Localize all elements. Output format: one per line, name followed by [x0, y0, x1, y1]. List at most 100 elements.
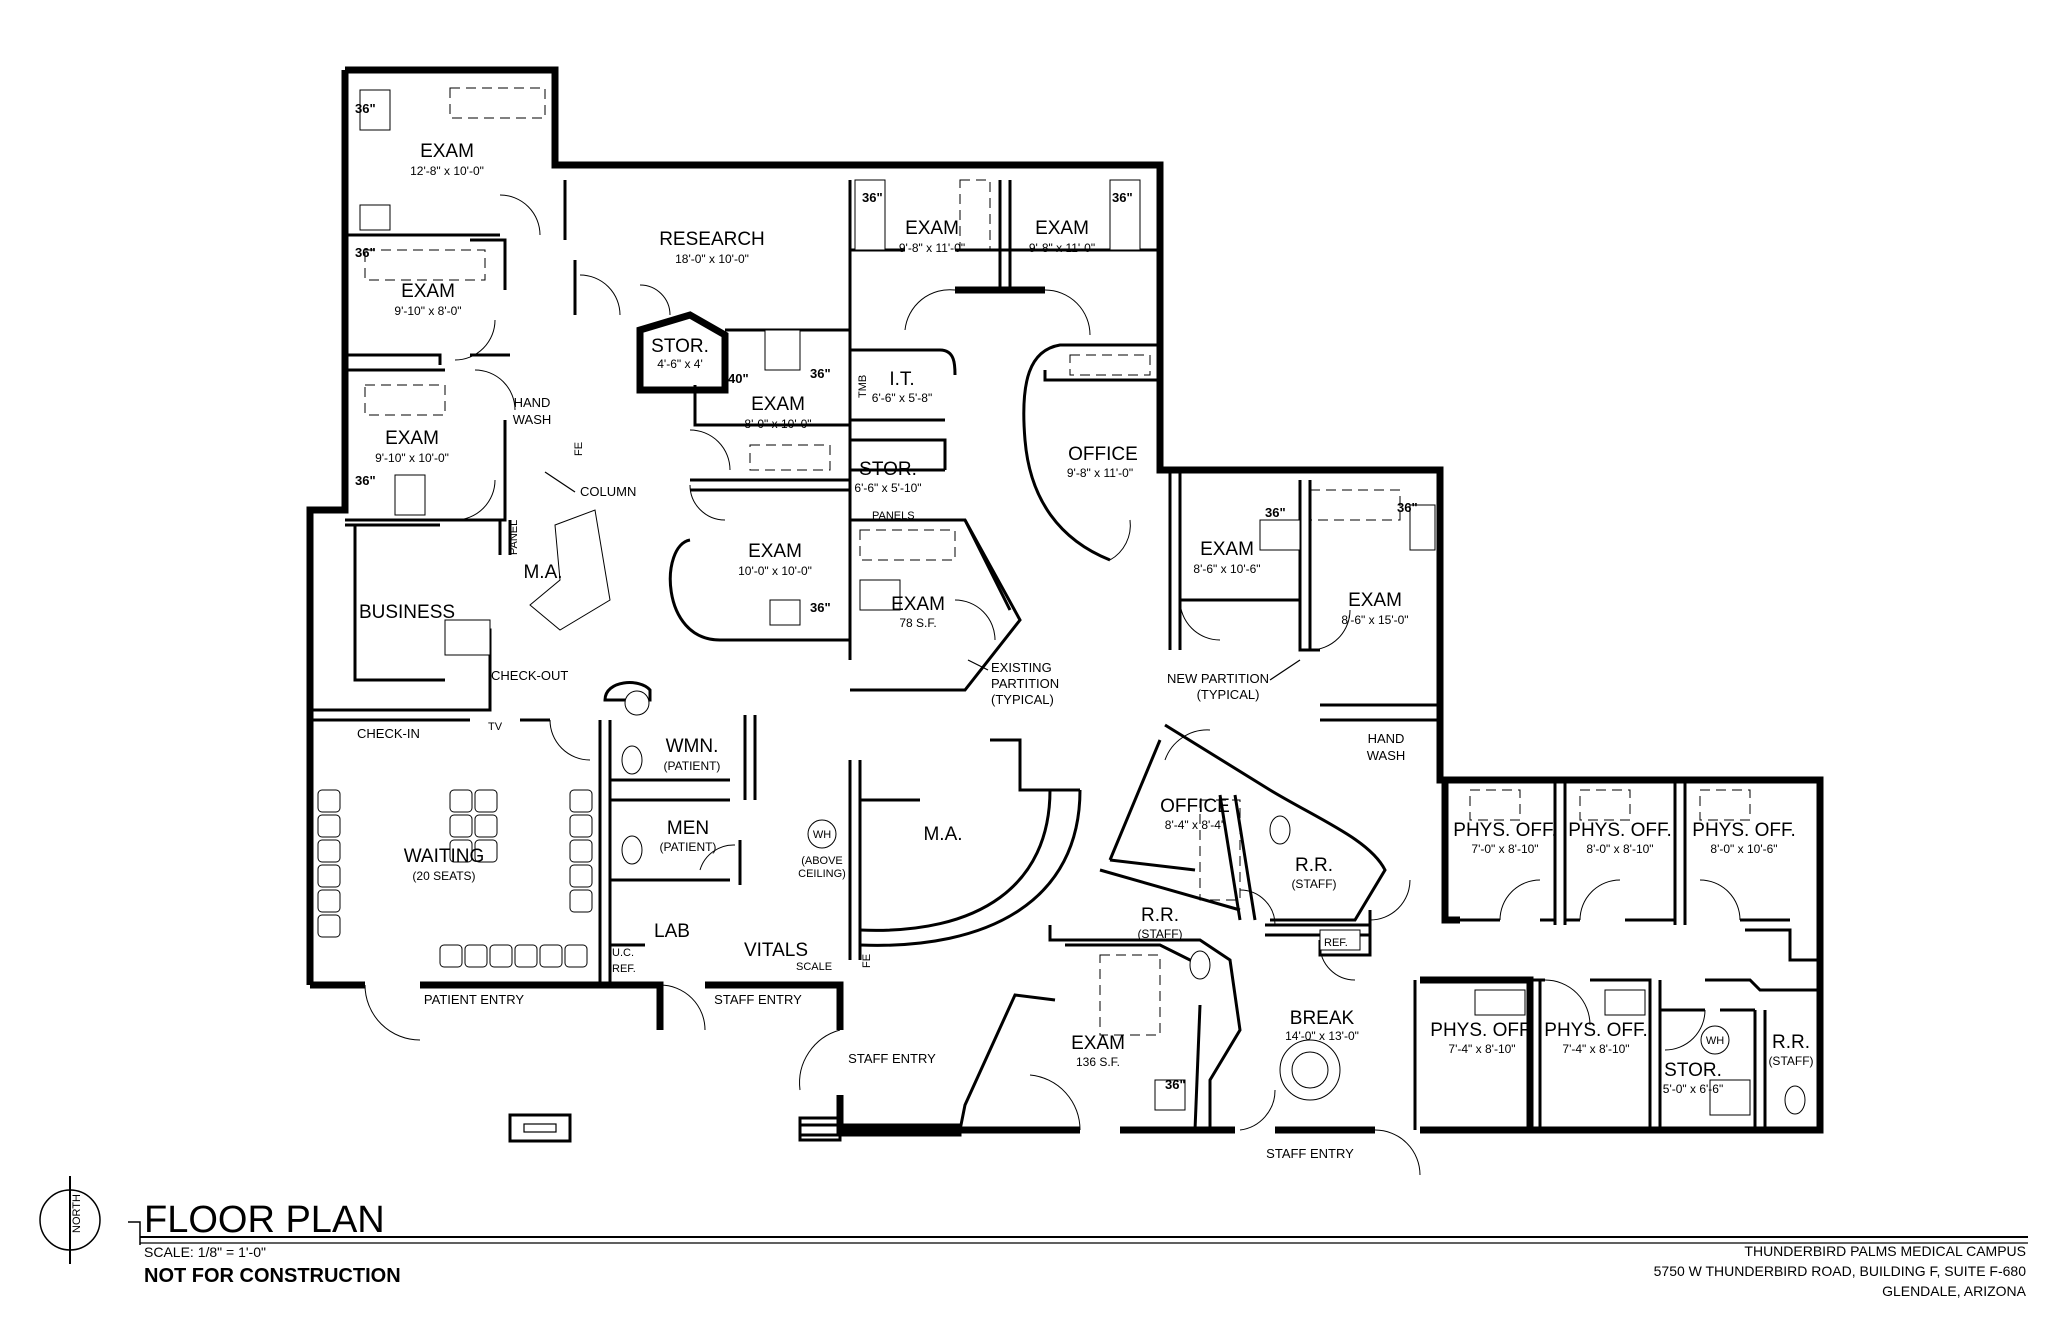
room-stor-se-dims: 5'-0" x 6'-6": [1663, 1082, 1723, 1096]
room-exam-78-dims: 78 S.F.: [899, 616, 936, 630]
room-rr-staff1: R.R.: [1141, 905, 1179, 926]
dim-tag: 36": [1112, 190, 1133, 205]
room-research-dims: 18'-0" x 10'-0": [675, 252, 749, 266]
water-heater-label: WH: [813, 829, 831, 841]
construction-note: NOT FOR CONSTRUCTION: [144, 1265, 401, 1287]
room-wmn: WMN.: [666, 736, 719, 757]
room-phys1: PHYS. OFF.: [1453, 820, 1556, 841]
room-it: I.T.: [889, 369, 914, 390]
room-office-center: OFFICE: [1160, 796, 1230, 817]
room-phys2-dims: 8'-0" x 8'-10": [1586, 842, 1653, 856]
room-office-center-dims: 8'-4" x 8'-4": [1165, 818, 1225, 832]
dim-tag: 36": [810, 600, 831, 615]
room-phys3-dims: 8'-0" x 10'-6": [1710, 842, 1777, 856]
north-label: NORTH: [71, 1194, 83, 1233]
check-out-label: CHECK-OUT: [491, 668, 568, 683]
room-stor-small: STOR.: [651, 336, 709, 357]
room-exam-top1-dims: 9'-8" x 11'-0": [899, 241, 965, 255]
room-ma-top: M.A.: [523, 562, 562, 583]
project-address: 5750 W THUNDERBIRD ROAD, BUILDING F, SUI…: [1654, 1263, 2027, 1279]
ref-label: REF.: [1324, 937, 1348, 949]
furniture: [317, 89, 1806, 1116]
room-exam-e1: EXAM: [1200, 539, 1254, 560]
room-exam-top2: EXAM: [1035, 218, 1089, 239]
water-heater-note: (ABOVE: [801, 855, 843, 867]
room-rr-staff3-sub: (STAFF): [1768, 1054, 1813, 1068]
dim-tag: 36": [355, 101, 376, 116]
door-swings: [364, 194, 1741, 1176]
staff-entry-label: STAFF ENTRY: [1266, 1146, 1354, 1161]
room-exam-nw-dims: 12'-8" x 10'-0": [410, 164, 484, 178]
dim-tag: 36": [862, 190, 883, 205]
fire-extinguisher-label: FE: [861, 954, 873, 968]
room-exam-e2: EXAM: [1348, 590, 1402, 611]
check-in-label: CHECK-IN: [357, 726, 420, 741]
undercounter-label: U.C.: [612, 947, 634, 959]
room-men: MEN: [667, 818, 709, 839]
dim-tag: 36": [1265, 505, 1286, 520]
project-name: THUNDERBIRD PALMS MEDICAL CAMPUS: [1744, 1243, 2026, 1259]
room-lab: LAB: [654, 921, 690, 942]
room-exam-e1-dims: 8'-6" x 10'-6": [1193, 562, 1260, 576]
room-phys3: PHYS. OFF.: [1692, 820, 1795, 841]
project-city: GLENDALE, ARIZONA: [1882, 1283, 2027, 1299]
room-exam-mid-dims: 8'-0" x 10'-0": [744, 417, 811, 431]
room-break: BREAK: [1290, 1008, 1355, 1029]
room-ma-center: M.A.: [923, 824, 962, 845]
panel-label: PANEL: [508, 520, 520, 555]
room-phys1-dims: 7'-0" x 8'-10": [1471, 842, 1538, 856]
water-heater-note: CEILING): [798, 868, 846, 880]
title-block: NORTH FLOOR PLAN SCALE: 1/8" = 1'-0" NOT…: [39, 1176, 2028, 1299]
room-phys2: PHYS. OFF.: [1568, 820, 1671, 841]
dim-tag: 40": [728, 371, 749, 386]
room-phys4: PHYS. OFF.: [1430, 1020, 1533, 1041]
room-exam-top1: EXAM: [905, 218, 959, 239]
new-partition-label: NEW PARTITION: [1167, 671, 1269, 686]
hand-wash-label: HAND: [514, 395, 551, 410]
room-business: BUSINESS: [359, 602, 455, 623]
plan-notes: HAND WASH HAND WASH COLUMN PANEL PANELS …: [357, 375, 1724, 1161]
drawing-title: FLOOR PLAN: [144, 1199, 385, 1241]
dim-tag: 36": [1397, 500, 1418, 515]
scale-label: SCALE: [796, 961, 832, 973]
column-marker: [508, 1113, 572, 1143]
room-exam-w3-dims: 9'-10" x 10'-0": [375, 451, 449, 465]
room-wmn-sub: (PATIENT): [664, 759, 721, 773]
room-men-sub: (PATIENT): [660, 840, 717, 854]
room-vitals: VITALS: [744, 940, 808, 961]
room-rr-staff1-sub: (STAFF): [1137, 927, 1182, 941]
tv-label: TV: [488, 721, 503, 733]
dim-tag: 36": [810, 366, 831, 381]
room-waiting: WAITING: [404, 846, 485, 867]
hand-wash-label: HAND: [1368, 731, 1405, 746]
hand-wash-label: WASH: [1367, 748, 1406, 763]
room-exam-136: EXAM: [1071, 1033, 1125, 1054]
room-stor-mid-dims: 6'-6" x 5'-10": [854, 481, 921, 495]
room-exam-top2-dims: 9'-8" x 11'-0": [1029, 241, 1095, 255]
tmb-label: TMB: [857, 375, 869, 398]
room-it-dims: 6'-6" x 5'-8": [872, 391, 932, 405]
interior-walls: [310, 180, 1820, 1131]
dim-tag: 36": [355, 245, 376, 260]
patient-entry-label: PATIENT ENTRY: [424, 992, 524, 1007]
room-phys4-dims: 7'-4" x 8'-10": [1448, 1042, 1515, 1056]
room-stor-mid: STOR.: [859, 459, 917, 480]
room-research: RESEARCH: [659, 229, 765, 250]
ref-label: REF.: [612, 963, 636, 975]
staff-entry-label: STAFF ENTRY: [714, 992, 802, 1007]
room-rr-staff3: R.R.: [1772, 1032, 1810, 1053]
drawing-scale: SCALE: 1/8" = 1'-0": [144, 1244, 266, 1260]
existing-partition-label: (TYPICAL): [991, 692, 1054, 707]
room-stor-se: STOR.: [1664, 1060, 1722, 1081]
room-exam-w2: EXAM: [401, 281, 455, 302]
room-rr-staff2: R.R.: [1295, 855, 1333, 876]
room-exam-w2-dims: 9'-10" x 8'-0": [394, 304, 461, 318]
existing-partition-label: PARTITION: [991, 676, 1059, 691]
room-phys5-dims: 7'-4" x 8'-10": [1562, 1042, 1629, 1056]
exterior-walls: [306, 66, 1824, 1142]
room-office-top-dims: 9'-8" x 11'-0": [1067, 466, 1133, 480]
existing-partition-label: EXISTING: [991, 660, 1052, 675]
room-exam-c1: EXAM: [748, 541, 802, 562]
dashed-casework: [364, 87, 1751, 1036]
